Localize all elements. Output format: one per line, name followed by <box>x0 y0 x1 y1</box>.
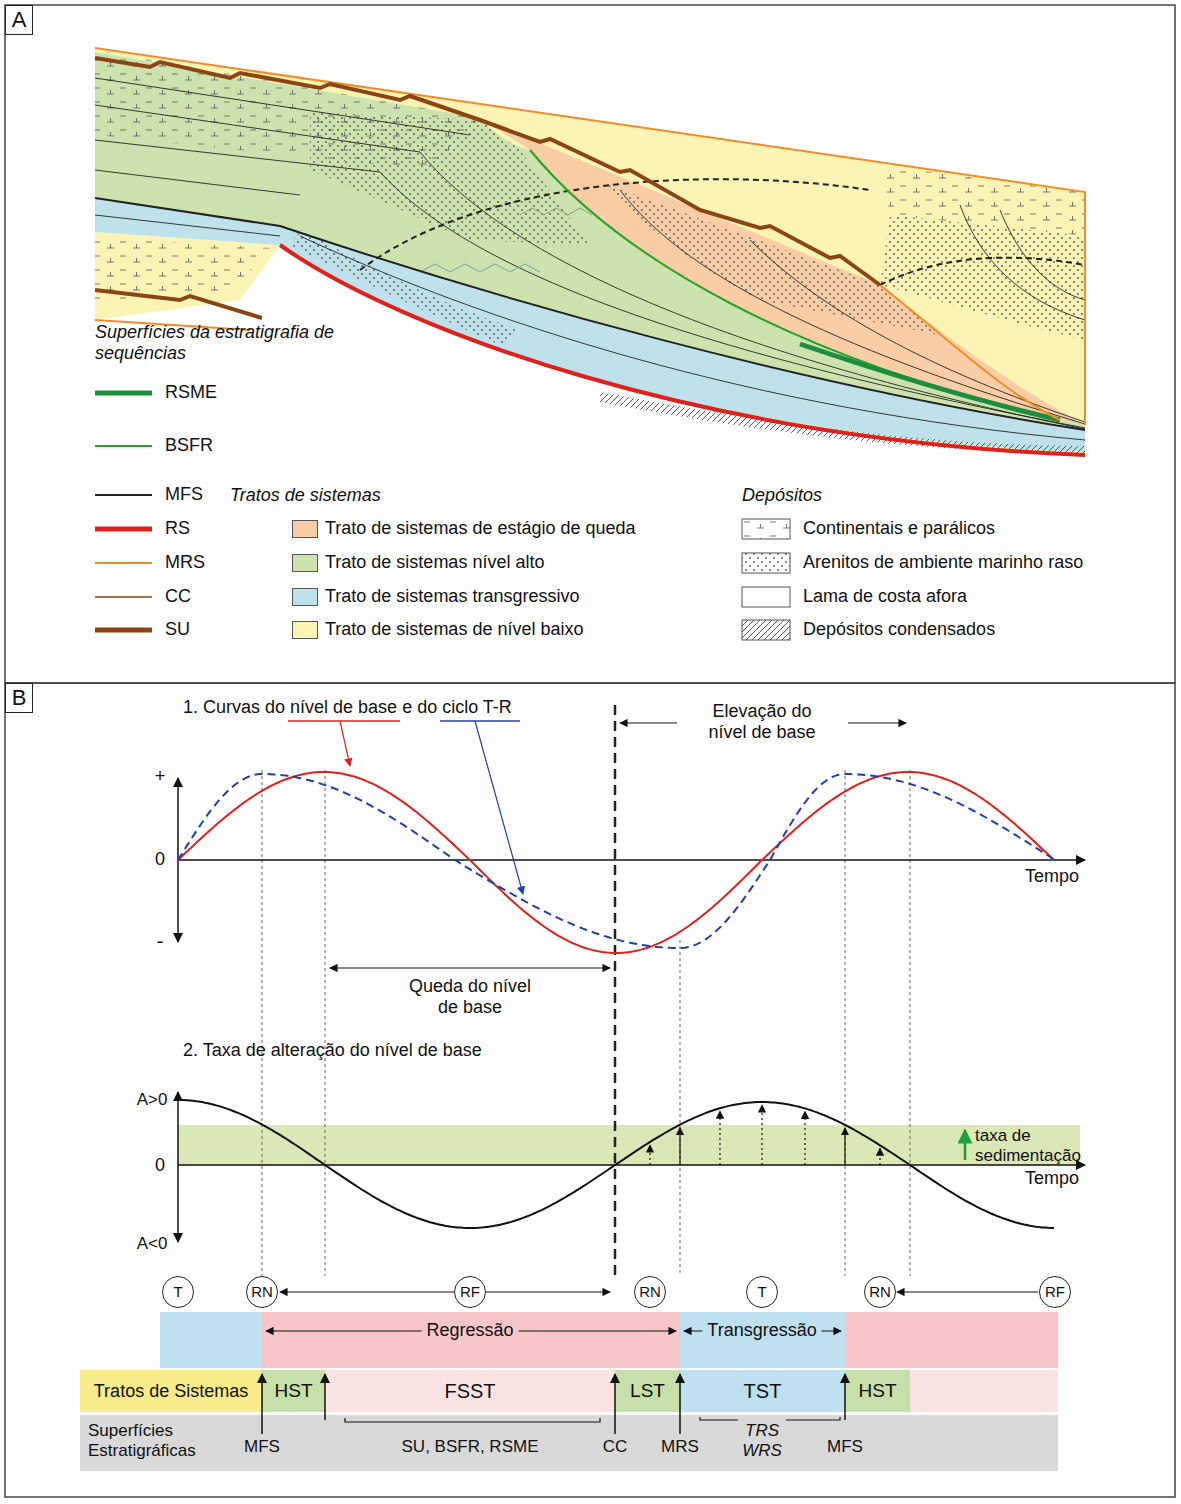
node-text: TRS WRS <box>742 1421 782 1460</box>
node-text: RN <box>639 1283 661 1300</box>
legend-swatch <box>292 554 318 572</box>
label-text: A<0 <box>137 1234 168 1254</box>
node-text: TST <box>741 1380 785 1403</box>
label-text: Depósitos <box>742 485 822 506</box>
phase-circle: RN <box>864 1276 896 1308</box>
label-text: Elevação do nível de base <box>695 701 830 742</box>
node-text: T <box>173 1283 182 1300</box>
node-text: HST <box>856 1380 900 1402</box>
label-text: 0 <box>155 849 165 870</box>
legend-text: CC <box>165 586 191 607</box>
rate-arrow <box>679 1128 680 1165</box>
label-text: Tempo <box>1025 866 1079 887</box>
phase-circle: RN <box>246 1276 278 1308</box>
legend-text: MFS <box>165 484 203 505</box>
legend-text: MRS <box>165 552 205 573</box>
legend-text: Trato de sistemas de estágio de queda <box>325 518 636 539</box>
label-text: A>0 <box>137 1090 168 1110</box>
phase-circle: RN <box>634 1276 666 1308</box>
legend-swatch <box>292 520 318 538</box>
node-text: CC <box>603 1437 628 1457</box>
node-text: RN <box>251 1283 273 1300</box>
label-text: 2. Taxa de alteração do nível de base <box>183 1040 482 1061</box>
label-text: Regressão <box>421 1320 518 1341</box>
label-text: Queda do nível de base <box>403 976 538 1017</box>
rate-arrow <box>844 1128 845 1165</box>
rate-arrow <box>804 1111 805 1165</box>
phase-circle: T <box>746 1276 778 1308</box>
node-text: T <box>757 1283 766 1300</box>
rate-arrow <box>761 1105 762 1165</box>
tract-box: LST <box>615 1370 680 1412</box>
phase-circle: RF <box>454 1276 486 1308</box>
rate-arrow <box>649 1145 650 1165</box>
node-text: RF <box>460 1283 480 1300</box>
legend-text: Depósitos condensados <box>803 619 995 640</box>
node-text: SU, BSFR, RSME <box>402 1437 539 1457</box>
node-text: HST <box>272 1380 316 1402</box>
node-text: Superfícies Estratigráficas <box>88 1421 238 1460</box>
label-text: 1. Curvas do nível de base e do ciclo T-… <box>183 697 512 718</box>
label-text: taxa de sedimentação <box>975 1126 1085 1165</box>
label-text: Superfícies da estratigrafia de sequênci… <box>95 322 343 363</box>
rate-arrow <box>879 1148 880 1165</box>
legend-text: Trato de sistemas de nível baixo <box>325 619 583 640</box>
node-text: MFS <box>244 1437 280 1457</box>
phase-circle: RF <box>1039 1276 1071 1308</box>
cross-section <box>95 48 1085 455</box>
legend-text: BSFR <box>165 435 213 456</box>
legend-line-samples <box>95 393 790 640</box>
node-text: RF <box>1045 1283 1065 1300</box>
node-text: MRS <box>661 1437 699 1457</box>
node-text: B <box>9 685 30 710</box>
legend-text: Lama de costa afora <box>803 586 967 607</box>
label-text: Tratos de sistemas <box>230 485 381 506</box>
surface-band: Superfícies Estratigráficas MFS SU, BSFR, … <box>80 1415 1058 1471</box>
legend-text: Trato de sistemas nível alto <box>325 552 544 573</box>
node-text: MFS <box>827 1437 863 1457</box>
legend-text: Arenitos de ambiente marinho raso <box>803 552 1083 573</box>
tract-header: Tratos de Sistemas <box>80 1370 262 1412</box>
legend-text: RS <box>165 518 190 539</box>
legend-text: Continentais e parálicos <box>803 518 995 539</box>
label-text: 0 <box>155 1155 165 1176</box>
label-text: + <box>155 766 166 787</box>
chart <box>160 705 1085 1412</box>
node-text: LST <box>627 1380 668 1402</box>
rate-arrow <box>719 1111 720 1165</box>
label-text: - <box>157 930 164 953</box>
tract-box: HST <box>262 1370 325 1412</box>
tract-box: TST <box>680 1370 845 1412</box>
panel-label: A <box>5 5 33 35</box>
legend-text: Trato de sistemas transgressivo <box>325 586 579 607</box>
label-text: Transgressão <box>702 1320 821 1341</box>
phase-circle: T <box>162 1276 194 1308</box>
tract-box: FSST <box>325 1370 615 1412</box>
legend-swatch <box>292 588 318 606</box>
node-text: RN <box>869 1283 891 1300</box>
label-text: Tempo <box>1025 1168 1079 1189</box>
panel-label: B <box>5 683 33 713</box>
legend-text: SU <box>165 619 190 640</box>
node-text: A <box>9 7 30 32</box>
legend-swatch <box>292 621 318 639</box>
tract-box: HST <box>845 1370 910 1412</box>
legend-text: RSME <box>165 382 217 403</box>
node-text: Tratos de Sistemas <box>91 1381 251 1402</box>
node-text: FSST <box>441 1380 498 1403</box>
